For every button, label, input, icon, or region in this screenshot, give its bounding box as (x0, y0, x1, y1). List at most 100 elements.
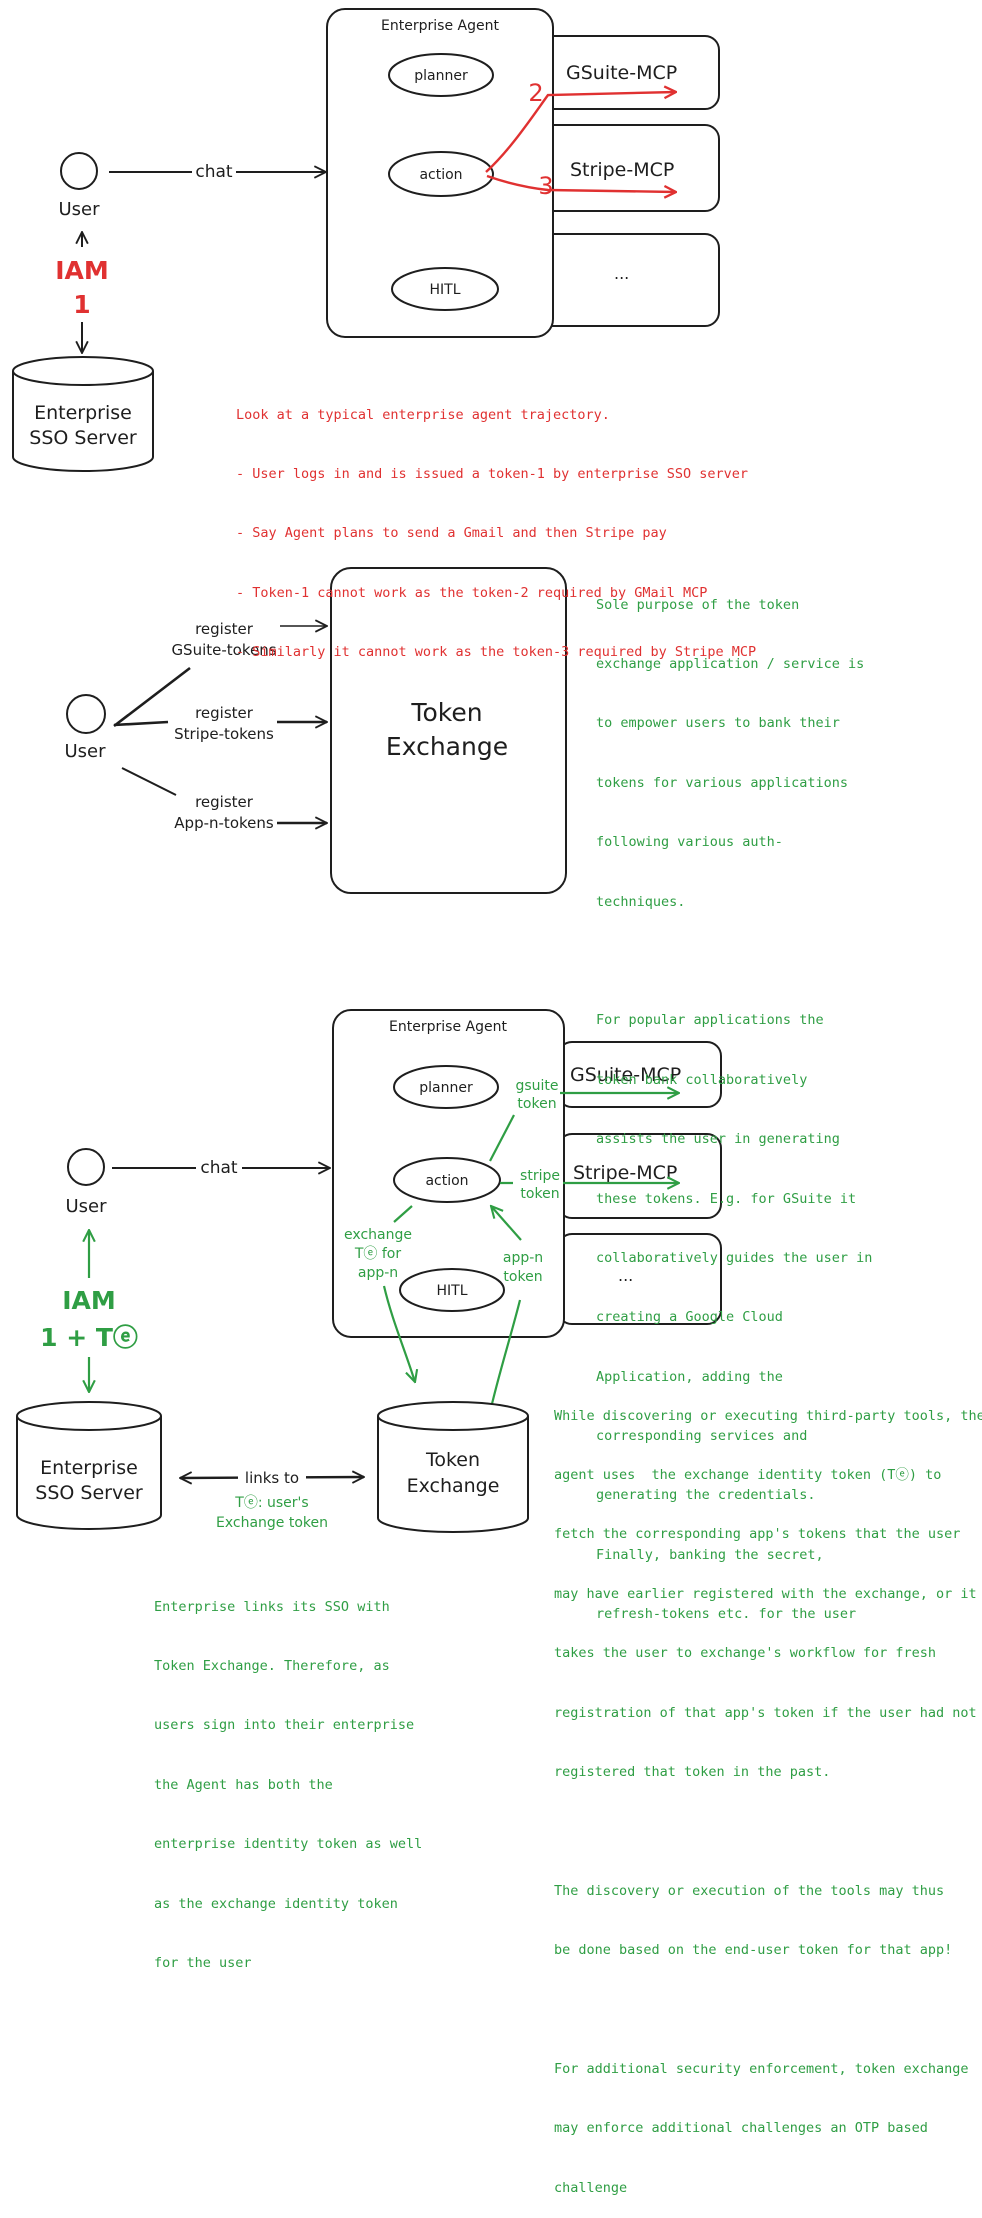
note-line: Enterprise links its SSO with (154, 1598, 390, 1615)
note-line: - Token-1 cannot work as the token-2 req… (236, 584, 708, 601)
note-line: collaboratively guides the user in (596, 1249, 873, 1266)
note-line: be done based on the end-user token for … (554, 1942, 953, 1959)
note-line: creating a Google Cloud (596, 1309, 783, 1326)
note-line: refresh-tokens etc. for the user (596, 1606, 857, 1623)
token-exchange-box (330, 567, 567, 894)
token-exchange-label-1: Token (410, 698, 482, 727)
te-desc-label-2: Exchange token (216, 1515, 328, 1531)
sso-server-label-1: Enterprise (40, 1457, 138, 1479)
exchange-te-label-2: Tⓔ for (354, 1246, 401, 1262)
register-appn-label-1: register (195, 793, 254, 811)
hitl-node (391, 267, 499, 311)
token-3-arrow (486, 174, 676, 192)
token-exchange-label-1: Token (425, 1449, 480, 1471)
sso-server-cylinder (12, 371, 154, 472)
appn-token-label-2: token (503, 1269, 542, 1285)
links-to-label: links to (245, 1469, 299, 1487)
note-line: - Similarly it cannot work as the token-… (236, 644, 757, 661)
token-exchange-purpose-note: Sole purpose of the token exchange appli… (596, 556, 872, 1645)
note-line: For popular applications the (596, 1012, 824, 1029)
note-line: Finally, banking the secret, (596, 1546, 824, 1563)
token-exchange-cylinder (377, 1416, 529, 1533)
appn-token-label-1: app-n (503, 1250, 543, 1266)
stripe-token-label-bg (513, 1166, 563, 1204)
hitl-node (399, 1268, 505, 1312)
gsuite-token-link (489, 1114, 515, 1162)
token-2-label: 2 (528, 79, 543, 107)
note-line: ​ (596, 952, 872, 972)
note-line: exchange application / service is (596, 655, 865, 672)
note-line: users sign into their enterprise (154, 1717, 415, 1734)
note-line: these tokens. E.g. for GSuite it (596, 1190, 857, 1207)
chat-label: chat (200, 1158, 238, 1178)
sso-link-note: Enterprise links its SSO with Token Exch… (154, 1558, 422, 1994)
note-line: fetch the corresponding app's tokens tha… (554, 1526, 961, 1543)
note-line: the Agent has both the (154, 1776, 333, 1793)
gsuite-token-label-1: gsuite (515, 1078, 558, 1094)
note-line: - Say Agent plans to send a Gmail and th… (236, 525, 667, 542)
note-line: - User logs in and is issued a token-1 b… (236, 465, 749, 482)
note-line: techniques. (596, 893, 686, 910)
sso-server-label-1: Enterprise (34, 402, 132, 424)
user-icon (60, 152, 98, 190)
sso-server-cylinder-top (16, 1401, 162, 1431)
note-line: The discovery or execution of the tools … (554, 1882, 945, 1899)
note-line: may enforce additional challenges an OTP… (554, 2120, 928, 2137)
user-icon (66, 694, 106, 734)
token-exchange-label-2: Exchange (386, 732, 508, 761)
user-label: User (65, 1196, 107, 1217)
iam-sub-label: 1 + Tⓔ (40, 1323, 138, 1352)
token-3-label: 3 (538, 172, 553, 200)
iam-label: IAM (62, 1286, 116, 1315)
register-appn-label-2: App-n-tokens (174, 814, 274, 832)
note-line: corresponding services and (596, 1428, 808, 1445)
mcp-label-stripe: Stripe-MCP (573, 1162, 677, 1184)
diagram-canvas: GSuite-MCP Stripe-MCP ... Enterprise Age… (12, 8, 722, 1533)
note-line: following various auth- (596, 834, 783, 851)
action-node (388, 151, 494, 197)
agent-title: Enterprise Agent (381, 18, 499, 34)
note-line: generating the credentials. (596, 1487, 816, 1504)
user-link-appn (121, 767, 177, 796)
note-line: agent uses the exchange identity token (… (554, 1466, 942, 1483)
gsuite-token-label-2: token (517, 1096, 556, 1112)
note-line: Sole purpose of the token (596, 596, 800, 613)
stripe-token-label-2: token (520, 1186, 559, 1202)
iam-number: 1 (73, 290, 90, 319)
iam-label: IAM (55, 256, 109, 285)
mcp-label-stripe: Stripe-MCP (570, 159, 674, 181)
note-line: takes the user to exchange's workflow fo… (554, 1645, 937, 1662)
chat-label-bg (192, 160, 236, 182)
planner-node (393, 1065, 499, 1109)
note-line: may have earlier registered with the exc… (554, 1585, 977, 1602)
action-node (393, 1157, 501, 1203)
register-stripe-label-1: register (195, 704, 254, 722)
user-icon (67, 1148, 105, 1186)
te-desc-label-1: Tⓔ: user's (234, 1495, 308, 1511)
planner-label: planner (419, 1080, 473, 1096)
exchange-te-label-3: app-n (358, 1265, 398, 1281)
note-line: ​ (554, 1822, 982, 1842)
chat-label-bg (196, 1156, 242, 1178)
sso-server-label-2: SSO Server (29, 427, 137, 449)
register-gsuite-label-2: GSuite-tokens (171, 641, 276, 659)
note-line: Token Exchange. Therefore, as (154, 1657, 390, 1674)
planner-label: planner (414, 68, 468, 84)
exchange-te-line (393, 1205, 413, 1223)
sso-server-cylinder (16, 1416, 162, 1530)
note-line: to empower users to bank their (596, 715, 840, 732)
note-line: for the user (154, 1954, 252, 1971)
section-2: Token Exchange User register GSuite-toke… (64, 567, 567, 894)
token-2-arrow (485, 92, 676, 173)
agent-title: Enterprise Agent (389, 1019, 507, 1035)
register-gsuite-label-1: register (195, 620, 254, 638)
register-stripe-label-2: Stripe-tokens (174, 725, 274, 743)
sso-server-cylinder-top (12, 356, 154, 386)
note-line: ​ (554, 2001, 982, 2021)
note-line: For additional security enforcement, tok… (554, 2060, 969, 2077)
action-label: action (419, 167, 462, 183)
note-line: Application, adding the (596, 1368, 783, 1385)
chat-label: chat (195, 162, 233, 182)
note-line: assists the user in generating (596, 1131, 840, 1148)
trajectory-note: Look at a typical enterprise agent traje… (236, 366, 756, 683)
